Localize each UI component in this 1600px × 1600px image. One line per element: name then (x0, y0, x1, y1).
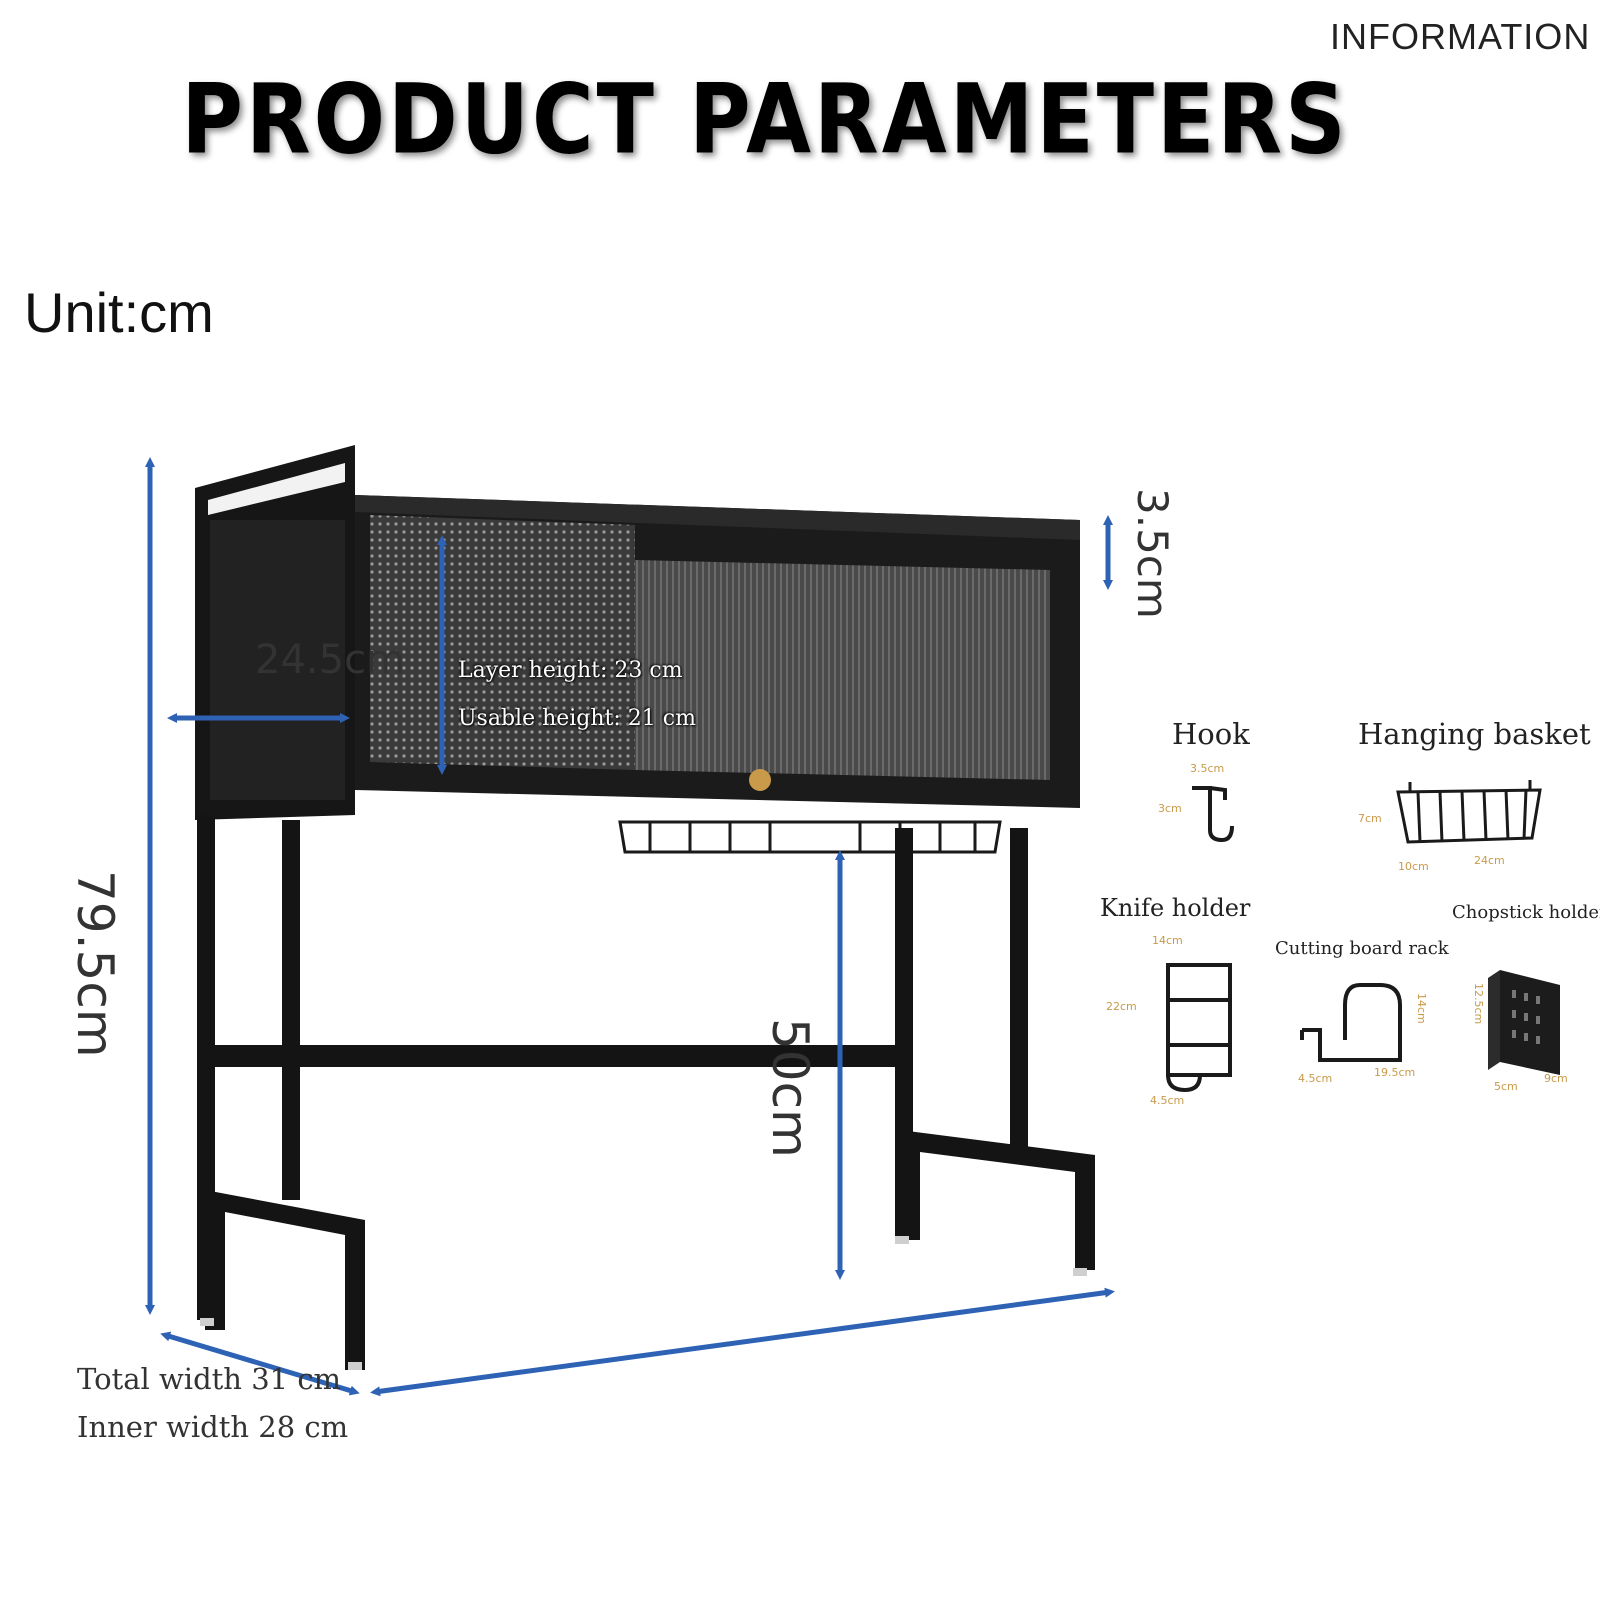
cutting-board-rack-icon (1300, 983, 1402, 1062)
clearance-label: 50cm (761, 1018, 819, 1158)
basket-dim-d: 10cm (1398, 860, 1429, 873)
cb-dim-w: 19.5cm (1374, 1066, 1415, 1079)
chop-dim-d: 5cm (1494, 1080, 1518, 1093)
basket-dim-h: 7cm (1358, 812, 1382, 825)
chop-dim-h: 12.5cm (1472, 983, 1485, 1024)
unit-label: Unit:cm (24, 281, 214, 344)
knife-dim-d: 4.5cm (1150, 1094, 1184, 1107)
total-width-label: Total width 31 cm (77, 1362, 342, 1396)
rack-cabinet (355, 495, 1080, 808)
top-rail-label: 3.5cm (1128, 488, 1177, 619)
knife-holder-title: Knife holder (1100, 894, 1251, 922)
hook-dim-h: 3cm (1158, 802, 1182, 815)
cb-dim-h: 14cm (1415, 993, 1428, 1024)
chopstick-holder-icon (1488, 970, 1560, 1075)
hanging-basket-title: Hanging basket (1358, 717, 1591, 751)
depth-label: 24.5cm (255, 637, 405, 683)
rack-legs (197, 815, 1095, 1370)
knife-holder-icon (1166, 963, 1232, 1093)
info-label: INFORMATION (1330, 16, 1591, 57)
knife-dim-h: 22cm (1106, 1000, 1137, 1013)
usable-height-label: Usable height: 21 cm (458, 706, 696, 731)
width-arrow (160, 1331, 360, 1396)
knob-icon (749, 769, 771, 791)
rack-left-side (195, 445, 355, 820)
under-basket (618, 820, 1002, 854)
cutting-board-rack-title: Cutting board rack (1275, 938, 1450, 959)
hook-icon (1192, 786, 1234, 843)
length-arrow (370, 1287, 1115, 1397)
chop-dim-w: 9cm (1544, 1072, 1568, 1085)
chopstick-holder-title: Chopstick holder (1452, 902, 1600, 923)
basket-dim-w: 24cm (1474, 854, 1505, 867)
hook-title: Hook (1172, 717, 1250, 751)
layer-height-label: Layer height: 23 cm (458, 658, 683, 683)
total-height-label: 79.5cm (66, 870, 124, 1058)
knife-dim-w: 14cm (1152, 934, 1183, 947)
cb-dim-d: 4.5cm (1298, 1072, 1332, 1085)
page-title: PRODUCT PARAMETERS (181, 62, 1349, 176)
hanging-basket-icon (1396, 780, 1542, 844)
dimension-arrows (145, 457, 1115, 1397)
inner-width-label: Inner width 28 cm (77, 1410, 349, 1444)
hook-dim-w: 3.5cm (1190, 762, 1224, 775)
